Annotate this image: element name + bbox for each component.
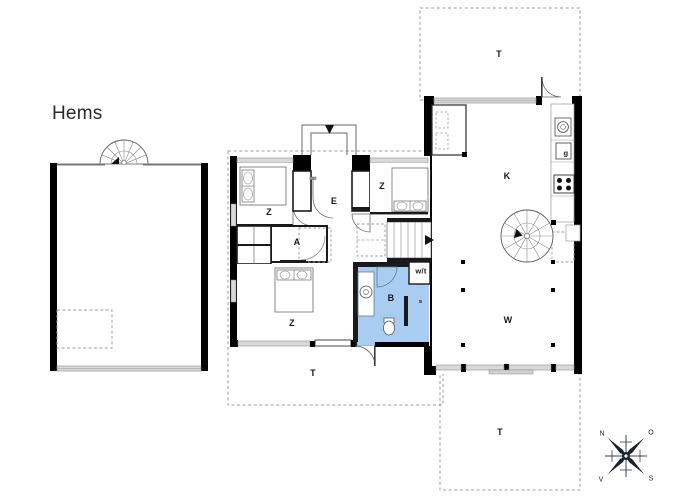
- stove-icon: [553, 174, 575, 194]
- room-label-terrace-south-west: T: [310, 368, 316, 378]
- sink-icon: [357, 271, 375, 317]
- spiral-staircase-icon: [99, 139, 149, 166]
- west-wall-outer: [230, 156, 237, 346]
- spiral-staircase-icon: [500, 209, 554, 263]
- room-label-room-a: A: [293, 237, 301, 247]
- kitchen-pantry-group: [431, 104, 467, 156]
- room-label-entrance: E: [330, 196, 338, 206]
- door-swing-entrance: [312, 178, 334, 219]
- bathroom-wall-west: [353, 262, 358, 342]
- stair-landing-dashed: [356, 223, 386, 257]
- west-window-north-b: [369, 157, 429, 164]
- bed-icon: [239, 166, 287, 206]
- door-leaf-south-exit: [374, 346, 376, 366]
- stair-direction-arrow: [425, 235, 434, 245]
- kitchen-unit-se: [565, 224, 581, 242]
- entrance-direction-arrow: [325, 125, 334, 134]
- compass-rose-icon: [604, 434, 648, 478]
- loft-wall-left: [50, 163, 57, 371]
- loft-floor: [50, 163, 208, 371]
- west-window-a: [230, 203, 237, 227]
- bathroom-group: [353, 261, 431, 342]
- east-node-b: [551, 220, 556, 225]
- west-pier-s-b: [351, 340, 357, 347]
- bathroom-wall-north: [353, 262, 429, 267]
- east-pier-s-a: [461, 364, 466, 372]
- stair-wall-top: [387, 218, 431, 222]
- door-swing-room-a: [300, 235, 326, 261]
- kitchen-cabinet-dashed: [551, 231, 575, 263]
- east-window-south-c: [508, 364, 552, 371]
- west-window-b: [230, 279, 237, 303]
- terrace-south-boundary: [439, 371, 581, 491]
- west-closets-group: [236, 225, 272, 265]
- room-label-kitchen: K: [503, 171, 511, 181]
- loft-plan-group: [50, 163, 208, 372]
- door-leaf-north-entry: [541, 77, 543, 97]
- compass-label-east: O: [648, 429, 654, 437]
- loft-low-headroom-zone: [56, 309, 113, 349]
- room-label-terrace-north: T: [496, 49, 502, 59]
- page-title: Hems: [52, 103, 103, 124]
- east-pier-s-b: [504, 364, 509, 372]
- west-pier-n-b: [352, 155, 370, 171]
- compass-label-west: V: [598, 476, 604, 484]
- wc-partition: [404, 296, 408, 326]
- washing-machine-icon: [554, 117, 572, 137]
- east-terrace-sill-south: [488, 369, 534, 375]
- west-window-south-a: [237, 340, 311, 347]
- bedroom-sw-group: [237, 264, 347, 344]
- entrance-group: [292, 170, 374, 219]
- room-label-bedroom-nw: Z: [266, 207, 272, 217]
- east-node-a: [462, 152, 467, 157]
- room-label-bedroom-sw: Z: [289, 318, 295, 328]
- room-label-appliance-g: g: [563, 148, 569, 158]
- east-pier-nw: [424, 96, 434, 105]
- east-pier-n-mid: [536, 96, 542, 105]
- door-swing-south-exit: [354, 345, 376, 367]
- door-swing-bathroom: [376, 266, 398, 288]
- room-a-group: [270, 225, 332, 263]
- west-pier-s-mid: [310, 341, 315, 347]
- east-window-south-d: [555, 364, 575, 371]
- oven-unit: [555, 142, 572, 160]
- west-window-north-a: [236, 157, 294, 164]
- stair-wall-bottom: [387, 258, 431, 262]
- bed-icon: [391, 167, 429, 213]
- room-label-living-room: W: [503, 315, 513, 325]
- entrance-canopy: [301, 124, 357, 155]
- east-pier-s-c: [551, 364, 556, 372]
- bed-icon: [274, 267, 314, 313]
- door-swing-north-entry: [541, 77, 562, 98]
- east-pier-ne: [572, 96, 582, 105]
- straight-staircase-icon: [356, 218, 434, 262]
- room-label-wc-toilet: w/t: [415, 266, 427, 276]
- west-pier-n-a: [293, 155, 311, 171]
- bathroom-node: [419, 300, 422, 303]
- toilet-icon: [383, 317, 395, 336]
- compass-label-south: S: [648, 475, 654, 483]
- room-label-bedroom-ne: Z: [379, 181, 385, 191]
- bedroom-nw-group: [237, 163, 314, 227]
- living-room-markers: [461, 260, 555, 347]
- room-label-terrace-south: T: [497, 427, 503, 437]
- loft-wall-right: [201, 163, 208, 371]
- west-pier-nw: [230, 156, 237, 163]
- room-label-bathroom: B: [387, 293, 395, 303]
- room-a-dashed-zone: [298, 227, 332, 263]
- east-pier-sw: [424, 366, 436, 375]
- west-opening-south: [314, 339, 352, 347]
- east-block-group: [424, 77, 582, 375]
- compass-label-north: N: [599, 430, 605, 438]
- west-pier-sw: [230, 340, 238, 347]
- bedroom-ne-group: [351, 163, 429, 233]
- west-wall-south-east: [375, 340, 429, 347]
- east-window-south-a: [435, 364, 462, 371]
- east-window-south-b: [465, 364, 505, 371]
